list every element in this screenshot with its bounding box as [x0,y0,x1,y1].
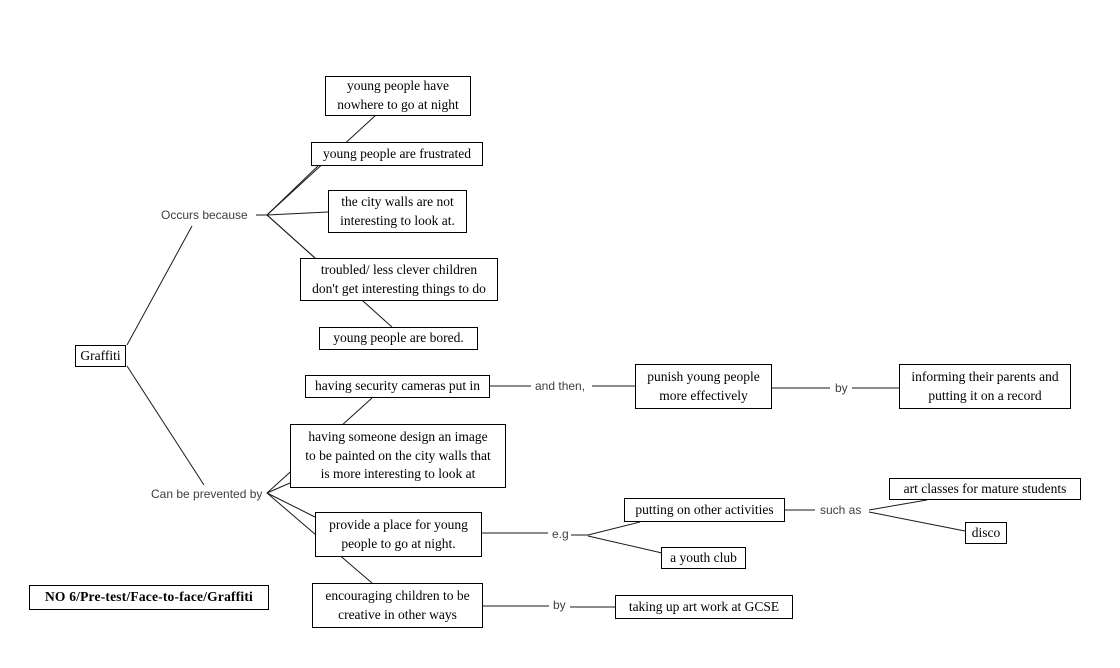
node-troubled-children: troubled/ less clever children don't get… [300,258,498,301]
node-graffiti: Graffiti [75,345,126,367]
link-label-by-gcse: by [552,598,567,612]
footer-label-box: NO 6/Pre-test/Face-to-face/Graffiti [29,585,269,610]
node-security-cameras: having security cameras put in [305,375,490,398]
node-youth-club: a youth club [661,547,746,569]
edge-such-as-art-classes [868,499,928,511]
node-bored: young people are bored. [319,327,478,350]
link-label-can-be-prevented-by: Can be prevented by [150,487,264,501]
link-label-and-then: and then, [534,379,587,393]
edge-eg-youth-club [587,535,663,554]
edge-occurs-city-walls [266,211,329,216]
edge-such-as-disco [868,511,966,532]
node-art-gcse: taking up art work at GCSE [615,595,793,619]
node-informing-parents: informing their parents and putting it o… [899,364,1071,409]
edge-occurs-frustrated [266,163,321,216]
link-label-eg: e.g [551,527,570,541]
node-punish-effectively: punish young people more effectively [635,364,772,409]
edge-eg-other-activities [587,521,641,536]
node-design-image: having someone design an image to be pai… [290,424,506,488]
edge-graffiti-occurs-because [126,225,193,346]
node-city-walls: the city walls are not interesting to lo… [328,190,467,233]
node-creative-ways: encouraging children to be creative in o… [312,583,483,628]
link-label-such-as: such as [819,503,863,517]
node-frustrated: young people are frustrated [311,142,483,166]
edge-prevented-design-image [266,482,291,494]
edge-graffiti-can-be-prevented-by [126,365,205,486]
node-provide-place: provide a place for young people to go a… [315,512,482,557]
node-other-activities: putting on other activities [624,498,785,522]
node-disco: disco [965,522,1007,544]
link-label-occurs-because: Occurs because [160,208,249,222]
link-label-by-record: by [834,381,849,395]
node-art-classes: art classes for mature students [889,478,1081,500]
edge-prevented-provide-place [266,492,316,518]
node-nowhere-to-go: young people have nowhere to go at night [325,76,471,116]
